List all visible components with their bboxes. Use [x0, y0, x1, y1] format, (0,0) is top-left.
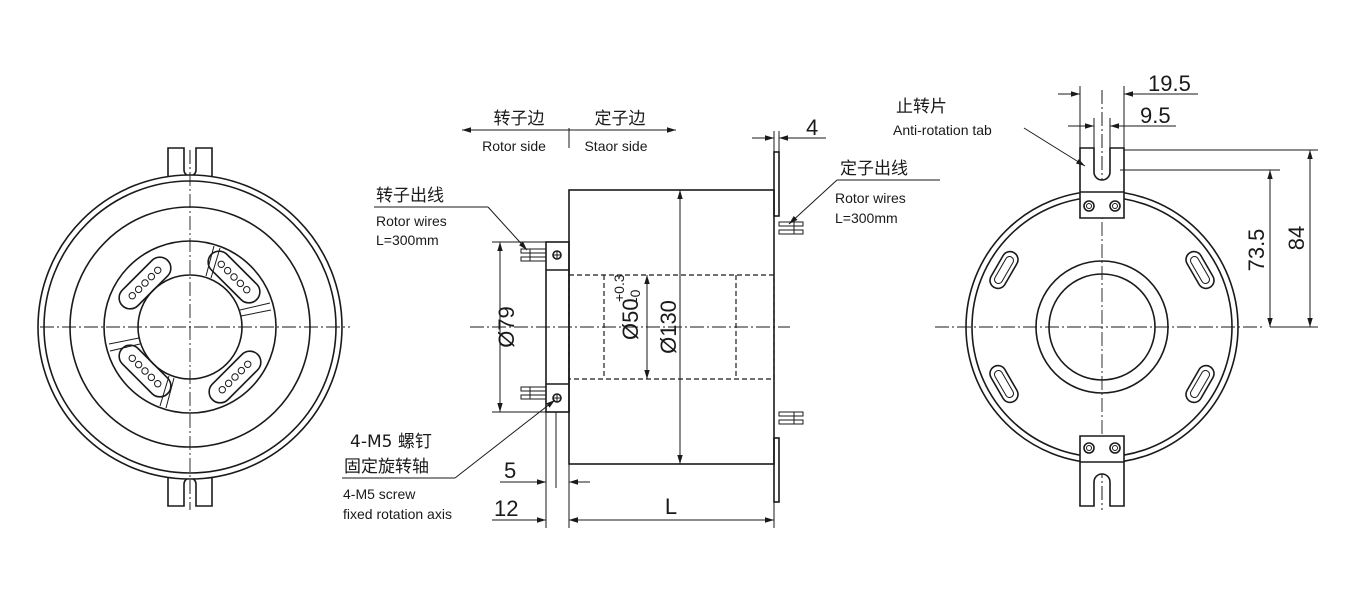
anti-rotation-tab-bottom — [1079, 435, 1125, 507]
dim-rotor-len-12: 12 — [494, 496, 518, 521]
rear-view-stator-side: 止转片 Anti-rotation tab 19.5 9.5 73.5 84 — [893, 71, 1318, 510]
stator-side-cn: 定子边 — [595, 109, 646, 129]
screw-cn-2: 固定旋转轴 — [344, 457, 429, 477]
rotor-wires-cn: 转子出线 — [376, 186, 444, 206]
dim-body-length: L — [665, 494, 677, 519]
dim-bore-tol-upper: +0.3 — [611, 274, 627, 302]
terminal-pad-bl — [118, 344, 172, 398]
rotor-wires-en: Rotor wires — [376, 213, 447, 229]
outlet-bl — [989, 364, 1019, 404]
dim-tab-height-73-5: 73.5 — [1244, 229, 1269, 272]
rotor-wires-bottom — [520, 386, 547, 400]
flange-bottom — [773, 437, 780, 503]
screw-cn-1: 4-M5 螺钉 — [350, 432, 432, 452]
dim-tab-slot: 9.5 — [1140, 103, 1171, 128]
rotor-shoulder — [545, 241, 570, 413]
dim-body-dia: Ø130 — [656, 300, 681, 354]
rotor-wires-top — [520, 248, 547, 262]
anti-rotation-tab-en: Anti-rotation tab — [893, 122, 992, 138]
dim-bore-dia: Ø50 — [618, 298, 643, 340]
bore-hidden — [568, 274, 775, 380]
outlet-br — [1185, 364, 1215, 404]
dim-shoulder-5: 5 — [504, 458, 516, 483]
screw-en-2: fixed rotation axis — [343, 506, 452, 522]
stator-wires-length: L=300mm — [835, 210, 898, 226]
anti-rotation-tab-cn: 止转片 — [896, 97, 947, 117]
dim-bore: Ø50 +0.3 -0 — [611, 274, 643, 340]
side-view: 转子边 Rotor side 定子边 Staor side — [342, 109, 940, 528]
stator-side-en: Staor side — [584, 138, 647, 154]
rotor-side-en: Rotor side — [482, 138, 546, 154]
terminal-pad-br — [208, 350, 262, 404]
stator-wires-cn: 定子出线 — [840, 159, 908, 179]
dim-flange-thickness: 4 — [806, 115, 818, 140]
dim-bore-tol-lower: -0 — [627, 289, 643, 302]
stator-wires-en: Rotor wires — [835, 190, 906, 206]
dim-rotor-dia: Ø79 — [494, 306, 519, 348]
dim-tab-width: 19.5 — [1148, 71, 1191, 96]
rotor-side-cn: 转子边 — [494, 109, 545, 129]
anti-rotation-tab-top — [1079, 147, 1125, 219]
outlet-tr — [1185, 250, 1215, 290]
stator-wires-bottom — [778, 411, 804, 425]
outlet-tl — [989, 250, 1019, 290]
flange-top — [773, 151, 780, 217]
rotor-wires-length: L=300mm — [376, 232, 439, 248]
screw-en-1: 4-M5 screw — [343, 486, 416, 502]
front-view-rotor-side — [37, 147, 350, 510]
stator-wires-top — [778, 221, 804, 235]
dim-tab-height-84: 84 — [1284, 226, 1309, 250]
rotor-ribs — [108, 245, 272, 409]
